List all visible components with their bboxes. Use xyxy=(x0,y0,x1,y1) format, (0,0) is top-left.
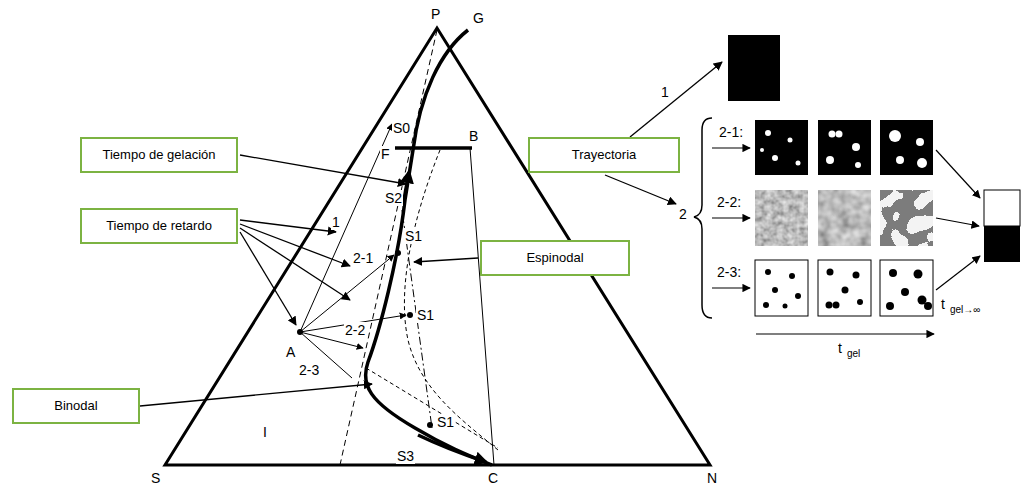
point-label: S1 xyxy=(416,307,435,323)
point-label: S3 xyxy=(396,448,415,464)
callout-box: Tiempo de gelación xyxy=(80,137,238,173)
axis-subscript: gel→∞ xyxy=(949,304,981,316)
callout-box: Tiempo de retardo xyxy=(80,208,238,244)
case-label: 2-3: xyxy=(716,264,742,280)
point-label: S1 xyxy=(436,414,455,430)
vertex-label: C xyxy=(487,470,499,486)
point-label: S1 xyxy=(404,228,423,244)
path-number: 1 xyxy=(331,214,341,230)
vertex-label: P xyxy=(430,6,441,22)
point-label: B xyxy=(468,128,479,144)
point-label: A xyxy=(285,344,296,360)
callout-text: Trayectoria xyxy=(572,147,637,162)
point-label: S0 xyxy=(392,120,411,136)
case-number: 1 xyxy=(660,84,670,100)
axis-subscript: gel xyxy=(846,348,861,360)
case-label: 2-2: xyxy=(716,194,742,210)
callout-text: Tiempo de gelación xyxy=(103,147,216,162)
callout-text: Tiempo de retardo xyxy=(106,218,212,233)
case-number: 2 xyxy=(678,206,688,222)
callout-box: Espinodal xyxy=(480,240,630,276)
axis-label: t xyxy=(837,340,843,356)
case-label: 2-1: xyxy=(718,124,744,140)
callout-box: Trayectoria xyxy=(528,137,680,173)
callout-box: Binodal xyxy=(12,388,140,424)
callout-text: Binodal xyxy=(54,398,97,413)
region-label: I xyxy=(262,424,268,440)
path-number: 2-2 xyxy=(344,322,366,338)
vertex-label: S xyxy=(150,470,161,486)
point-label: F xyxy=(380,146,391,162)
axis-label: t xyxy=(940,296,946,312)
point-label: S2 xyxy=(384,190,403,206)
callout-text: Espinodal xyxy=(526,250,583,265)
point-label: G xyxy=(472,10,485,26)
path-number: 2-1 xyxy=(352,250,374,266)
path-number: 2-3 xyxy=(298,362,320,378)
vertex-label: N xyxy=(706,470,718,486)
